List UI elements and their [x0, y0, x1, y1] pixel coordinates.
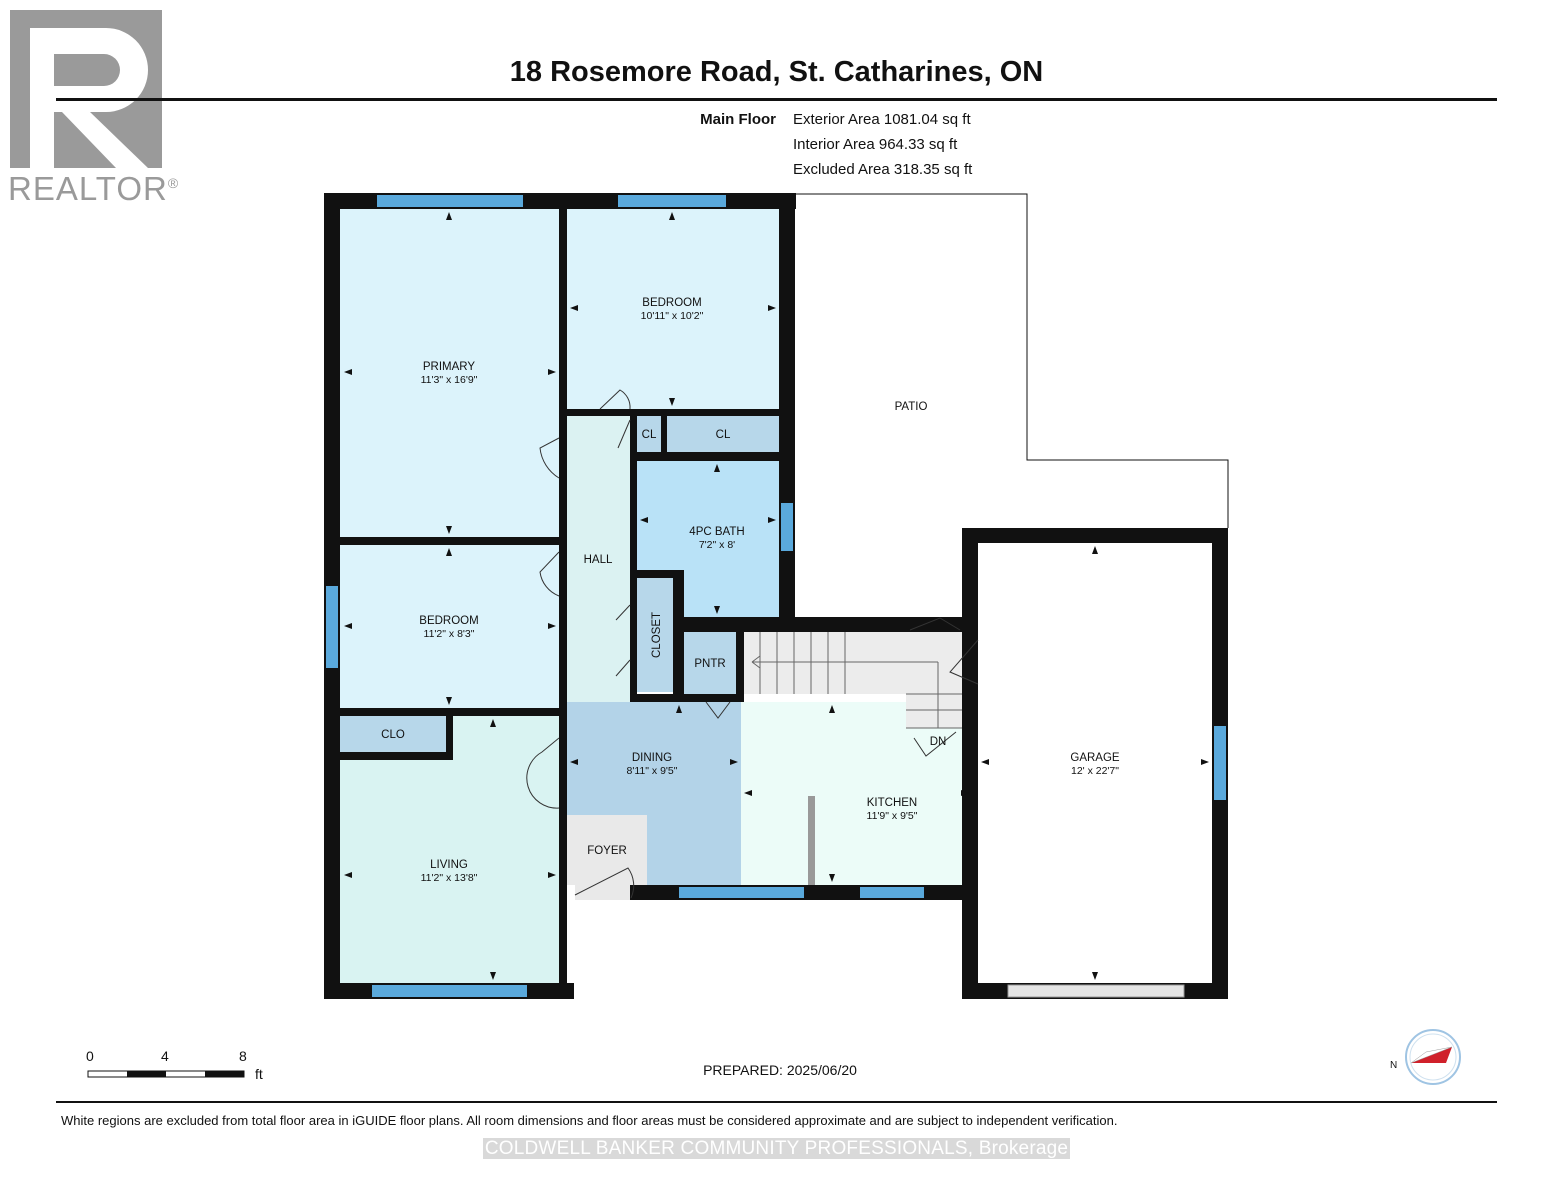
garage-fill [978, 543, 1212, 985]
foyer-name: FOYER [587, 845, 627, 857]
stair-treads [751, 632, 972, 729]
realtor-wordmark: REALTOR® [8, 170, 179, 208]
bedroom-left-fill [340, 545, 559, 708]
excluded-area: Excluded Area 318.35 sq ft [793, 161, 973, 178]
footer-divider [56, 1101, 1497, 1103]
dining-dims: 8'11" x 9'5" [627, 765, 678, 777]
patio-name: PATIO [895, 401, 928, 413]
dining-name: DINING [632, 752, 672, 764]
foyer-fill [567, 815, 647, 885]
floor-label: Main Floor [700, 111, 776, 128]
bedroom-left-dims: 11'2" x 8'3" [424, 628, 475, 640]
disclaimer: White regions are excluded from total fl… [61, 1113, 1118, 1128]
realtor-wordmark-text: REALTOR [8, 170, 168, 207]
clo-fill [340, 716, 446, 752]
registered-mark: ® [167, 175, 180, 191]
header-divider [56, 98, 1497, 101]
bedroom-left-name: BEDROOM [419, 615, 478, 627]
hall-fill [567, 416, 630, 706]
closet-fill [637, 578, 673, 692]
dimension-arrows [344, 212, 1209, 980]
scale-unit: ft [255, 1066, 263, 1082]
compass-icon [1405, 1029, 1461, 1085]
kitchen-dims: 11'9" x 9'5" [867, 810, 918, 822]
pantry-fill [684, 632, 736, 694]
exterior-area: Exterior Area 1081.04 sq ft [793, 111, 971, 128]
pantry-name: PNTR [694, 658, 725, 670]
living-name: LIVING [430, 859, 468, 871]
cl-small-fill [637, 416, 661, 452]
cl-small-name: CL [642, 429, 657, 441]
closet-name: CLOSET [651, 612, 663, 658]
scale-bar [87, 1070, 245, 1078]
bedroom-top-name: BEDROOM [642, 297, 701, 309]
prepared-date: PREPARED: 2025/06/20 [703, 1062, 857, 1078]
bedroom-top-fill [567, 209, 779, 409]
living-dims: 11'2" x 13'8" [421, 872, 478, 884]
interior-area: Interior Area 964.33 sq ft [793, 136, 958, 153]
garage-dims: 12' x 22'7" [1071, 765, 1119, 777]
bath-name: 4PC BATH [689, 526, 744, 538]
garage-name: GARAGE [1070, 752, 1120, 764]
patio-outline [795, 193, 1229, 528]
scale-tick-0: 0 [86, 1048, 94, 1064]
scale-tick-4: 4 [161, 1048, 169, 1064]
kitchen-divider [808, 796, 815, 885]
living-fill [340, 760, 559, 983]
stairs-landing-fill [906, 632, 972, 728]
cl-wide-fill [667, 416, 779, 452]
door-swings [526, 389, 979, 899]
garage-door [1007, 984, 1185, 998]
bedroom-top-dims: 10'11" x 10'2" [641, 310, 704, 322]
brokerage-text: COLDWELL BANKER COMMUNITY PROFESSIONALS,… [482, 1138, 1071, 1159]
room-labels: PRIMARY 11'3" x 16'9" BEDROOM 10'11" x 1… [381, 297, 1120, 884]
cl-wide-name: CL [716, 429, 731, 441]
primary-fill [340, 209, 559, 537]
primary-dims: 11'3" x 16'9" [421, 374, 478, 386]
page-title: 18 Rosemore Road, St. Catharines, ON [509, 56, 1044, 88]
room-fills [340, 209, 1212, 985]
clo-name: CLO [381, 729, 405, 741]
kitchen-name: KITCHEN [867, 797, 917, 809]
scale-labels: 0 4 8 [83, 1048, 258, 1066]
primary-name: PRIMARY [423, 361, 476, 373]
living-fill-upper [453, 716, 559, 760]
windows [326, 195, 1226, 997]
scale-tick-8: 8 [239, 1048, 247, 1064]
stairs-down-label: DN [930, 736, 947, 748]
compass-north-label: N [1390, 1060, 1398, 1071]
foyer-step [575, 885, 631, 900]
hall-name: HALL [584, 554, 613, 566]
bath-dims: 7'2" x 8' [699, 539, 735, 551]
brokerage-watermark: COLDWELL BANKER COMMUNITY PROFESSIONALS,… [0, 1138, 1553, 1160]
kitchen-fill [741, 702, 972, 885]
